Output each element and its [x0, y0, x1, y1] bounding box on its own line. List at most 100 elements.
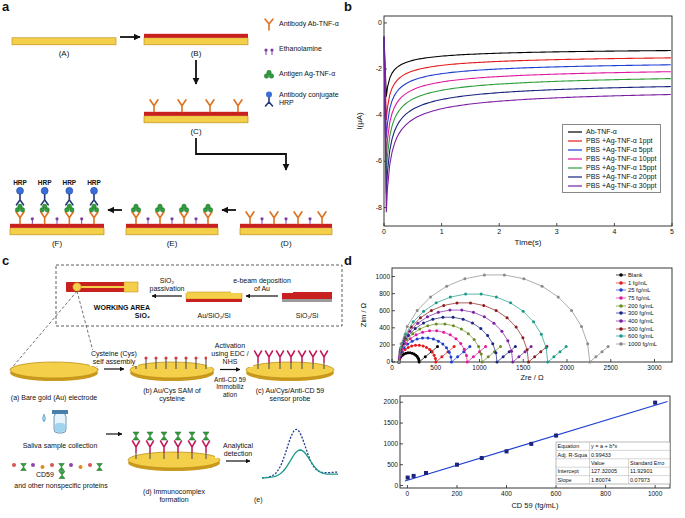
gold-layer — [240, 228, 332, 235]
antibody-symbol — [204, 212, 212, 224]
nyquist-point — [465, 354, 468, 357]
table-rule — [628, 459, 629, 484]
gold-layer — [144, 38, 248, 45]
cysteine-stick — [268, 362, 269, 369]
cysteine-stick — [323, 362, 324, 369]
nyquist-point — [466, 361, 469, 364]
antigen-symbol — [42, 204, 46, 208]
working-area — [73, 283, 81, 291]
nyquist-point — [477, 345, 480, 348]
tick-label: 2000 — [560, 364, 574, 371]
nyquist-point — [607, 345, 610, 348]
nyquist-point — [580, 325, 583, 328]
node-text: (a) Bare gold (Au) electrode — [11, 394, 97, 402]
tick-label: 0 — [390, 364, 394, 371]
nyquist-point — [541, 285, 544, 288]
legend-item: Blank — [616, 271, 657, 279]
legend-marker-sample — [616, 280, 626, 286]
saliva-drop — [43, 414, 46, 422]
data-point — [455, 463, 459, 467]
legend-text: Ethanolamine — [279, 45, 322, 53]
enzyme-label: HRP — [62, 178, 76, 185]
legend-text: Ab-TNF-α — [586, 128, 617, 135]
nyquist-point — [496, 361, 499, 364]
ethanolamine-stick — [310, 220, 311, 224]
legend-item: 25 fg/mL — [616, 286, 657, 294]
data-point — [406, 476, 410, 480]
nyquist-line — [399, 310, 531, 362]
nyquist-point — [449, 333, 452, 336]
dpv-curve — [262, 429, 338, 478]
data-point — [480, 456, 484, 460]
nyquist-point — [509, 301, 512, 304]
nyquist-point — [517, 355, 520, 358]
antibody-symbol — [132, 212, 140, 224]
cd59-symbol — [21, 464, 27, 471]
legend-marker — [619, 342, 623, 346]
sensor-stage-art — [240, 212, 332, 235]
node-text: (E) — [167, 239, 178, 248]
legend-text: Blank — [628, 272, 643, 278]
electrode-stage: (d) Immunocomplex formation — [122, 416, 226, 506]
nyquist-point — [530, 345, 533, 348]
axis-tick — [556, 485, 557, 488]
nyquist-line — [399, 331, 486, 362]
ethanolamine-stick — [81, 220, 82, 224]
antibody-symbol — [206, 100, 214, 112]
cd59-symbol — [175, 432, 181, 440]
table-rule — [556, 467, 670, 468]
cysteine-stick — [191, 452, 192, 459]
nyquist-point — [460, 327, 463, 330]
plot-frame — [392, 268, 672, 362]
legend-line — [568, 185, 582, 186]
antibody-symbol — [203, 441, 210, 452]
arrow-label: Activation using EDC / NHS — [207, 342, 253, 366]
cysteine-stick — [312, 362, 313, 369]
nyquist-point — [434, 357, 437, 360]
nyquist-point — [445, 285, 448, 288]
gold-film — [186, 292, 242, 299]
legend-line-sample — [567, 147, 583, 153]
electrode-art — [10, 362, 98, 381]
gold-layer — [10, 228, 104, 235]
nyquist-point — [428, 329, 431, 332]
antigen-symbol — [267, 70, 271, 74]
legend-marker-sample — [616, 272, 626, 278]
nyquist-point — [418, 344, 421, 347]
tick-label: 5 — [670, 228, 674, 236]
nyquist-point — [526, 348, 529, 351]
antibody-symbol — [180, 212, 188, 224]
ethanolamine-dot — [55, 217, 58, 220]
table-rule — [556, 475, 670, 476]
gold-electrode — [10, 362, 98, 378]
legend-text: 25 fg/mL — [628, 287, 651, 293]
nyquist-point — [450, 361, 453, 364]
nyquist-point — [570, 309, 573, 312]
tick-label: 1500 — [384, 419, 398, 426]
ethanolamine-stick — [262, 220, 263, 224]
protein-dot — [69, 463, 73, 467]
legend-marker — [619, 273, 623, 277]
flow-arrow — [226, 460, 250, 461]
tick-label: 1500 — [516, 364, 530, 371]
antibody-symbol — [277, 351, 284, 362]
nyquist-point — [495, 309, 498, 312]
node-text: (F) — [52, 239, 62, 248]
legend-line-sample — [567, 174, 583, 180]
axis-tick — [392, 359, 393, 362]
nyquist-point — [418, 327, 421, 330]
legend-item: PBS +Ag-TNF-α 1ppt — [567, 136, 656, 145]
ethanolamine-dot — [80, 217, 83, 220]
antibody-symbol — [294, 212, 302, 224]
table-cell: 127.32005 — [591, 468, 617, 474]
tick-label: 400 — [501, 490, 512, 497]
axis-tick — [392, 362, 395, 363]
cysteine-stick — [145, 359, 146, 369]
axis-tick — [392, 276, 395, 277]
axis-tick — [614, 223, 615, 226]
legend-box: Blank1 fg/mL25 fg/mL75 fg/mL200 fg/mL300… — [614, 271, 659, 348]
legend-item: Antigen Ag-TNF-α — [262, 66, 342, 82]
nyquist-point — [441, 316, 444, 319]
nyquist-point — [499, 345, 502, 348]
